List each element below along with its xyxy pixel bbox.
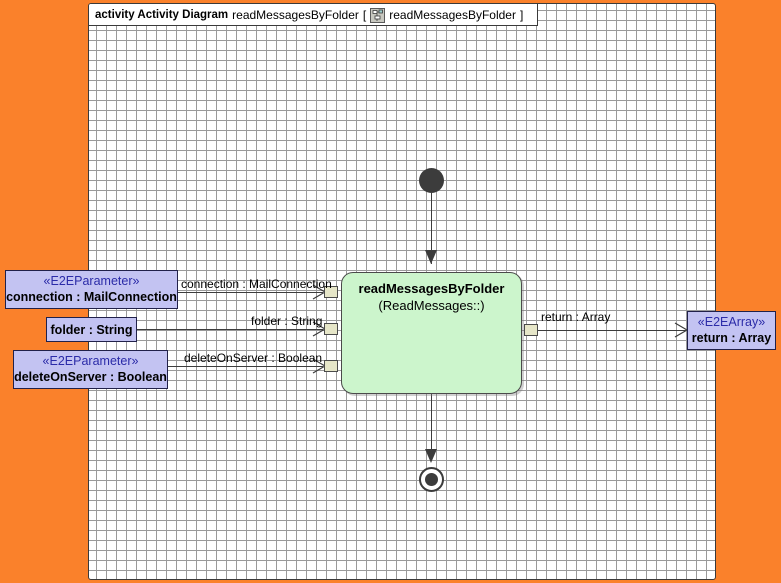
edge-label-return: return : Array [541, 310, 611, 324]
frame-name: readMessagesByFolder [232, 7, 359, 22]
parameter-label-connection: connection : MailConnection [6, 290, 177, 304]
result-label-return: return : Array [691, 331, 772, 345]
activity-final-node[interactable] [419, 467, 444, 492]
edge-label-deleteonserver: deleteOnServer : Boolean [184, 351, 323, 365]
object-flow-deleteonserver [168, 366, 323, 367]
object-flow-return [537, 330, 686, 331]
frame-bracket-close: ] [519, 7, 524, 22]
frame-bracket-open: [ [362, 7, 367, 22]
parameter-label-folder: folder : String [50, 322, 133, 337]
result-stereotype-return: «E2EArray» [697, 315, 766, 329]
parameter-box-folder[interactable]: folder : String [46, 317, 137, 342]
activity-diagram-frame: activity Activity Diagram readMessagesBy… [88, 3, 716, 580]
result-box-return[interactable]: «E2EArray» return : Array [687, 311, 776, 350]
initial-node[interactable] [419, 168, 444, 193]
control-flow-activity-to-final [431, 394, 432, 459]
object-flow-connection [178, 292, 323, 293]
parameter-label-deleteonserver: deleteOnServer : Boolean [14, 370, 167, 384]
edge-label-folder: folder : String [251, 314, 323, 328]
control-flow-initial-to-activity [431, 193, 432, 264]
frame-title-tab: activity Activity Diagram readMessagesBy… [89, 4, 539, 26]
parameter-stereotype-deleteonserver: «E2EParameter» [42, 354, 139, 368]
parameter-stereotype-connection: «E2EParameter» [43, 274, 140, 288]
output-pin-return[interactable] [524, 324, 538, 336]
input-pin-folder[interactable] [324, 323, 338, 335]
parameter-box-connection[interactable]: «E2EParameter» connection : MailConnecti… [5, 270, 178, 309]
object-flow-folder [137, 329, 323, 330]
parameter-box-deleteonserver[interactable]: «E2EParameter» deleteOnServer : Boolean [13, 350, 168, 389]
frame-keyword: activity Activity Diagram [95, 8, 229, 21]
frame-inner-name: readMessagesByFolder [389, 7, 516, 22]
activity-diagram-icon [370, 8, 386, 23]
edge-label-connection: connection : MailConnection [181, 277, 332, 291]
activity-node-title: readMessagesByFolder [358, 281, 505, 296]
input-pin-deleteonserver[interactable] [324, 360, 338, 372]
activity-node-subtitle: (ReadMessages::) [378, 298, 485, 313]
activity-node-readmessagesbyfolder[interactable]: readMessagesByFolder (ReadMessages::) [341, 272, 522, 394]
